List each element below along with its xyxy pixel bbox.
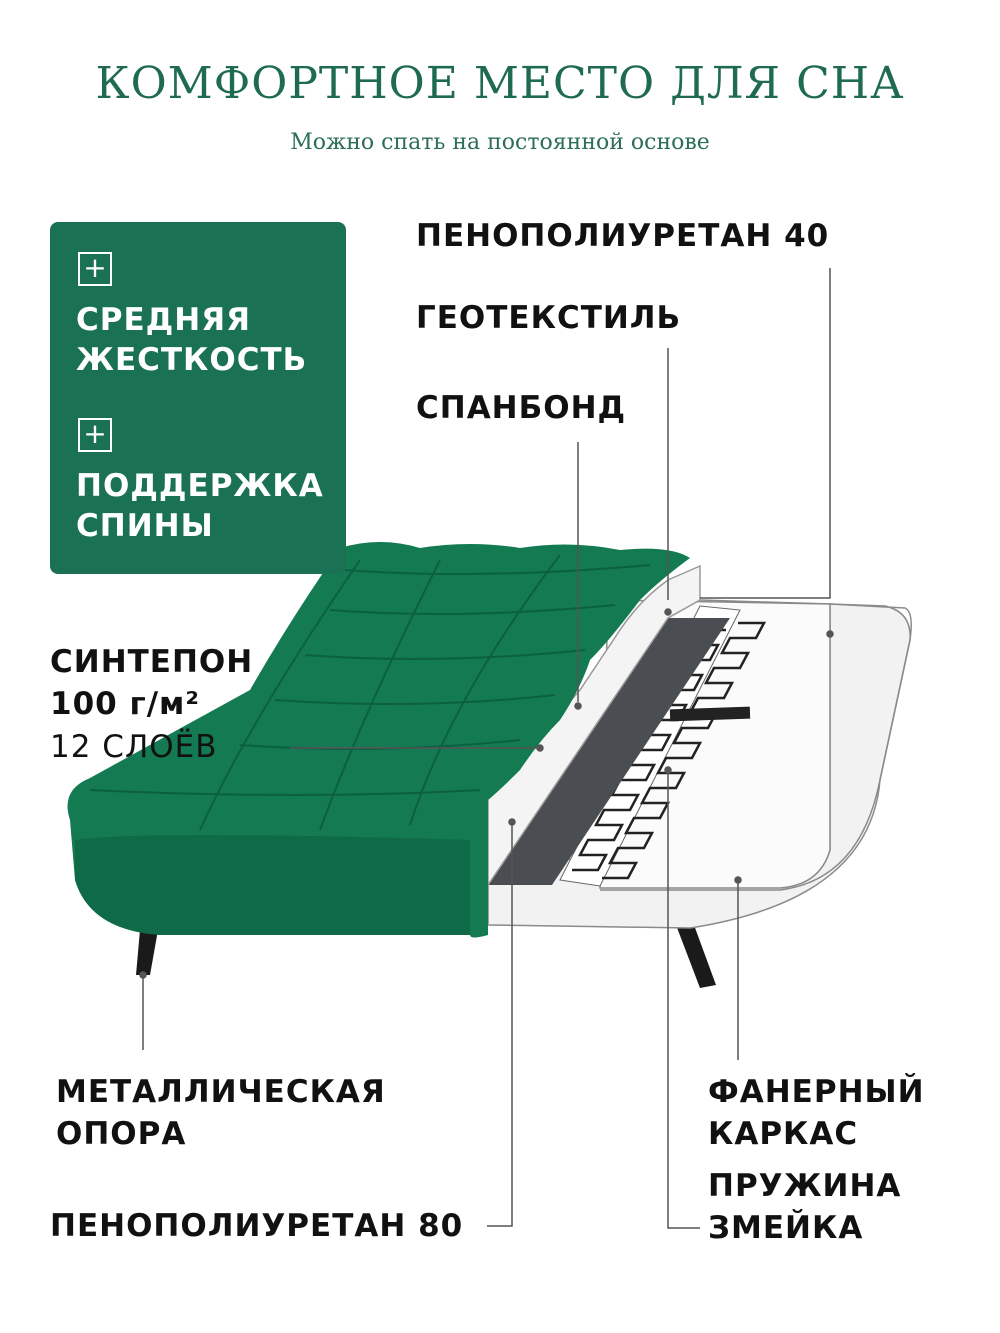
plus-icon: + [78, 418, 112, 452]
feature-line: СРЕДНЯЯ [76, 302, 251, 338]
plus-icon: + [78, 252, 112, 286]
label-spanbond: СПАНБОНД [416, 390, 627, 426]
sintepon-line3: 12 СЛОЁВ [50, 729, 218, 765]
spring-line1: ПРУЖИНА [708, 1168, 902, 1204]
feature-medium-firmness: СРЕДНЯЯ ЖЕСТКОСТЬ [76, 300, 307, 380]
feature-line: СПИНЫ [76, 508, 214, 544]
frame-line1: ФАНЕРНЫЙ [708, 1074, 925, 1110]
feature-line: ЖЕСТКОСТЬ [76, 342, 308, 378]
feature-line: ПОДДЕРЖКА [76, 468, 324, 504]
label-ppu40: ПЕНОПОЛИУРЕТАН 40 [416, 218, 830, 254]
metal-line2: ОПОРА [56, 1116, 187, 1152]
page-subtitle: Можно спать на постоянной основе [290, 130, 710, 155]
sintepon-line1: СИНТЕПОН [50, 644, 254, 680]
metal-leg-right [676, 925, 716, 988]
label-ppu80: ПЕНОПОЛИУРЕТАН 80 [50, 1208, 464, 1244]
snake-springs [559, 605, 767, 887]
sofa-green-body [67, 542, 690, 938]
page-title: КОМФОРТНОЕ МЕСТО ДЛЯ СНА [95, 58, 905, 109]
feature-back-support: ПОДДЕРЖКА СПИНЫ [76, 466, 324, 546]
label-geotextile: ГЕОТЕКСТИЛЬ [416, 300, 682, 336]
spring-line2: ЗМЕЙКА [708, 1210, 864, 1246]
sintepon-line2: 100 г/м² [50, 686, 200, 722]
metal-line1: МЕТАЛЛИЧЕСКАЯ [56, 1074, 386, 1110]
leader-lines [139, 268, 834, 1229]
geotextile-layer [488, 618, 730, 885]
metal-leg-left [136, 930, 158, 975]
frame-line2: КАРКАС [708, 1116, 859, 1152]
features-panel: + СРЕДНЯЯ ЖЕСТКОСТЬ + ПОДДЕРЖКА СПИНЫ [50, 222, 346, 574]
